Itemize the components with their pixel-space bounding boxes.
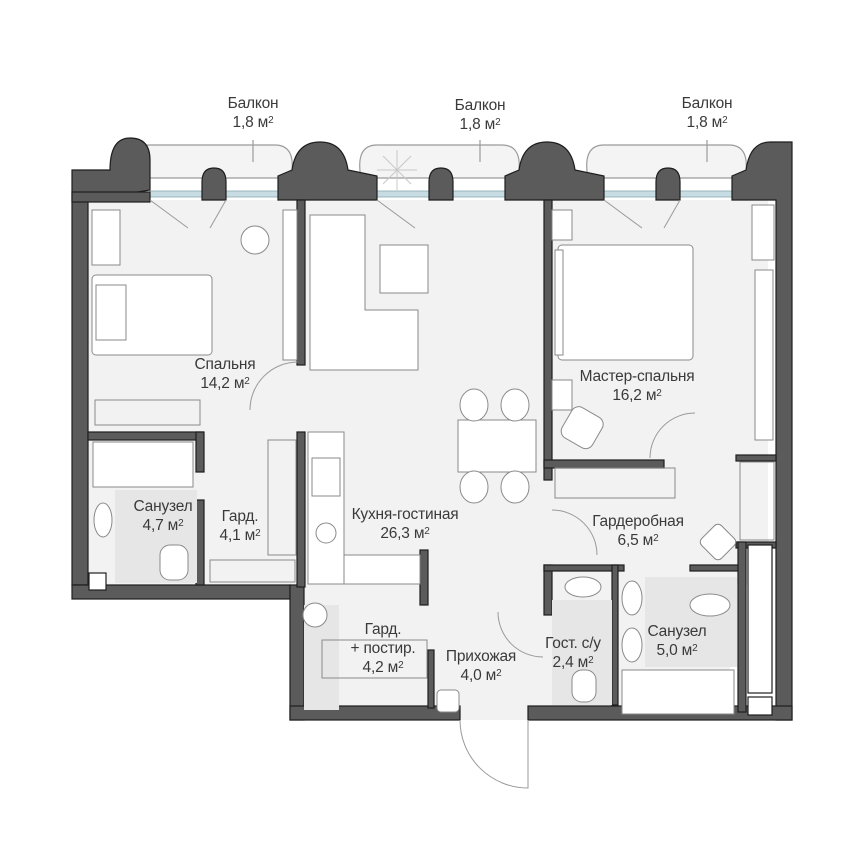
washbasin-icon [93, 502, 113, 538]
room-name: Гард. [221, 508, 259, 525]
tile-areas [115, 490, 737, 710]
walls [71, 137, 793, 721]
room-name: Гардеробная [592, 513, 684, 530]
room-name: Балкон [454, 97, 506, 114]
room-area: 1,8 м2 [232, 114, 274, 131]
chair-icon [500, 388, 530, 422]
room-area: 6,5 м2 [617, 532, 659, 549]
bed-icon [557, 244, 694, 361]
bathtub-icon [621, 669, 735, 715]
room-label-balcony-2: Балкон 1,8 м2 [455, 96, 506, 134]
chair-icon [459, 470, 489, 504]
room-area: 4,7 м2 [142, 517, 184, 534]
room-area: 1,8 м2 [459, 116, 501, 133]
chair-icon [459, 388, 489, 422]
stove-icon [311, 457, 341, 497]
room-name: Санузел [133, 498, 193, 515]
room-label-wardrobe-1: Гард. 4,1 м2 [220, 507, 261, 545]
room-area: 5,0 м2 [656, 642, 698, 659]
room-area: 1,8 м2 [686, 114, 728, 131]
dining-table-icon [457, 419, 537, 473]
room-label-bathroom-2: Санузел 5,0 м2 [648, 622, 707, 660]
room-label-wardrobe-laundry: Гард. + постир. 4,2 м2 [350, 620, 415, 677]
washbasin-icon [564, 576, 602, 598]
room-label-kitchen-living: Кухня-гостиная 26,3 м2 [352, 505, 459, 543]
room-area: 14,2 м2 [200, 375, 250, 392]
room-label-guest-wc: Гост. с/у 2,4 м2 [545, 634, 601, 672]
toilet-icon [571, 669, 597, 703]
room-area: 4,1 м2 [219, 527, 261, 544]
ottoman-icon [436, 689, 460, 713]
room-area: 16,2 м2 [612, 387, 662, 404]
armchair-icon [560, 406, 604, 450]
sink-icon [315, 522, 337, 544]
washbasin-icon [621, 627, 643, 663]
room-label-hallway: Прихожая 4,0 м2 [446, 647, 516, 685]
room-label-walk-in-closet: Гардеробная 6,5 м2 [592, 512, 684, 550]
room-name: Кухня-гостиная [351, 506, 459, 523]
kitchen-counter-icon [307, 431, 345, 585]
room-name: Прихожая [445, 648, 517, 665]
room-name: Спальня [194, 356, 256, 373]
room-name: Гард. [364, 621, 402, 638]
room-name: Балкон [681, 95, 733, 112]
room-label-balcony-3: Балкон 1,8 м2 [682, 94, 733, 132]
balcony-plant-icon [377, 150, 417, 190]
room-label-bathroom-1: Санузел 4,7 м2 [134, 497, 193, 535]
door-swings [149, 199, 696, 789]
entry-door-icon [459, 719, 529, 789]
room-label-bedroom: Спальня 14,2 м2 [195, 355, 256, 393]
room-area: 26,3 м2 [380, 525, 430, 542]
room-label-master-bedroom: Мастер-спальня 16,2 м2 [580, 367, 695, 405]
furniture [91, 204, 775, 715]
closet-icon [554, 467, 676, 499]
room-name: Санузел [647, 623, 707, 640]
room-area: 4,2 м2 [362, 659, 404, 676]
washbasin-icon [621, 580, 643, 616]
chair-icon [500, 470, 530, 504]
bidet-icon [689, 593, 731, 617]
wardrobe-icon [94, 399, 201, 426]
room-area: 2,4 м2 [552, 654, 594, 671]
bathtub-icon [92, 441, 194, 488]
room-name: Мастер-спальня [579, 368, 695, 385]
room-name-line2: + постир. [350, 640, 416, 657]
room-name: Гост. с/у [545, 635, 601, 652]
washing-machine-icon [302, 602, 328, 628]
tv-unit-icon [282, 209, 298, 361]
room-label-balcony-1: Балкон 1,8 м2 [228, 94, 279, 132]
armchair-icon [240, 225, 270, 255]
room-area: 4,0 м2 [460, 667, 502, 684]
ottoman-icon [699, 523, 737, 561]
sofa-icon [309, 214, 419, 371]
room-name: Балкон [227, 95, 279, 112]
toilet-icon [159, 544, 189, 581]
coffee-table-icon [379, 244, 429, 294]
